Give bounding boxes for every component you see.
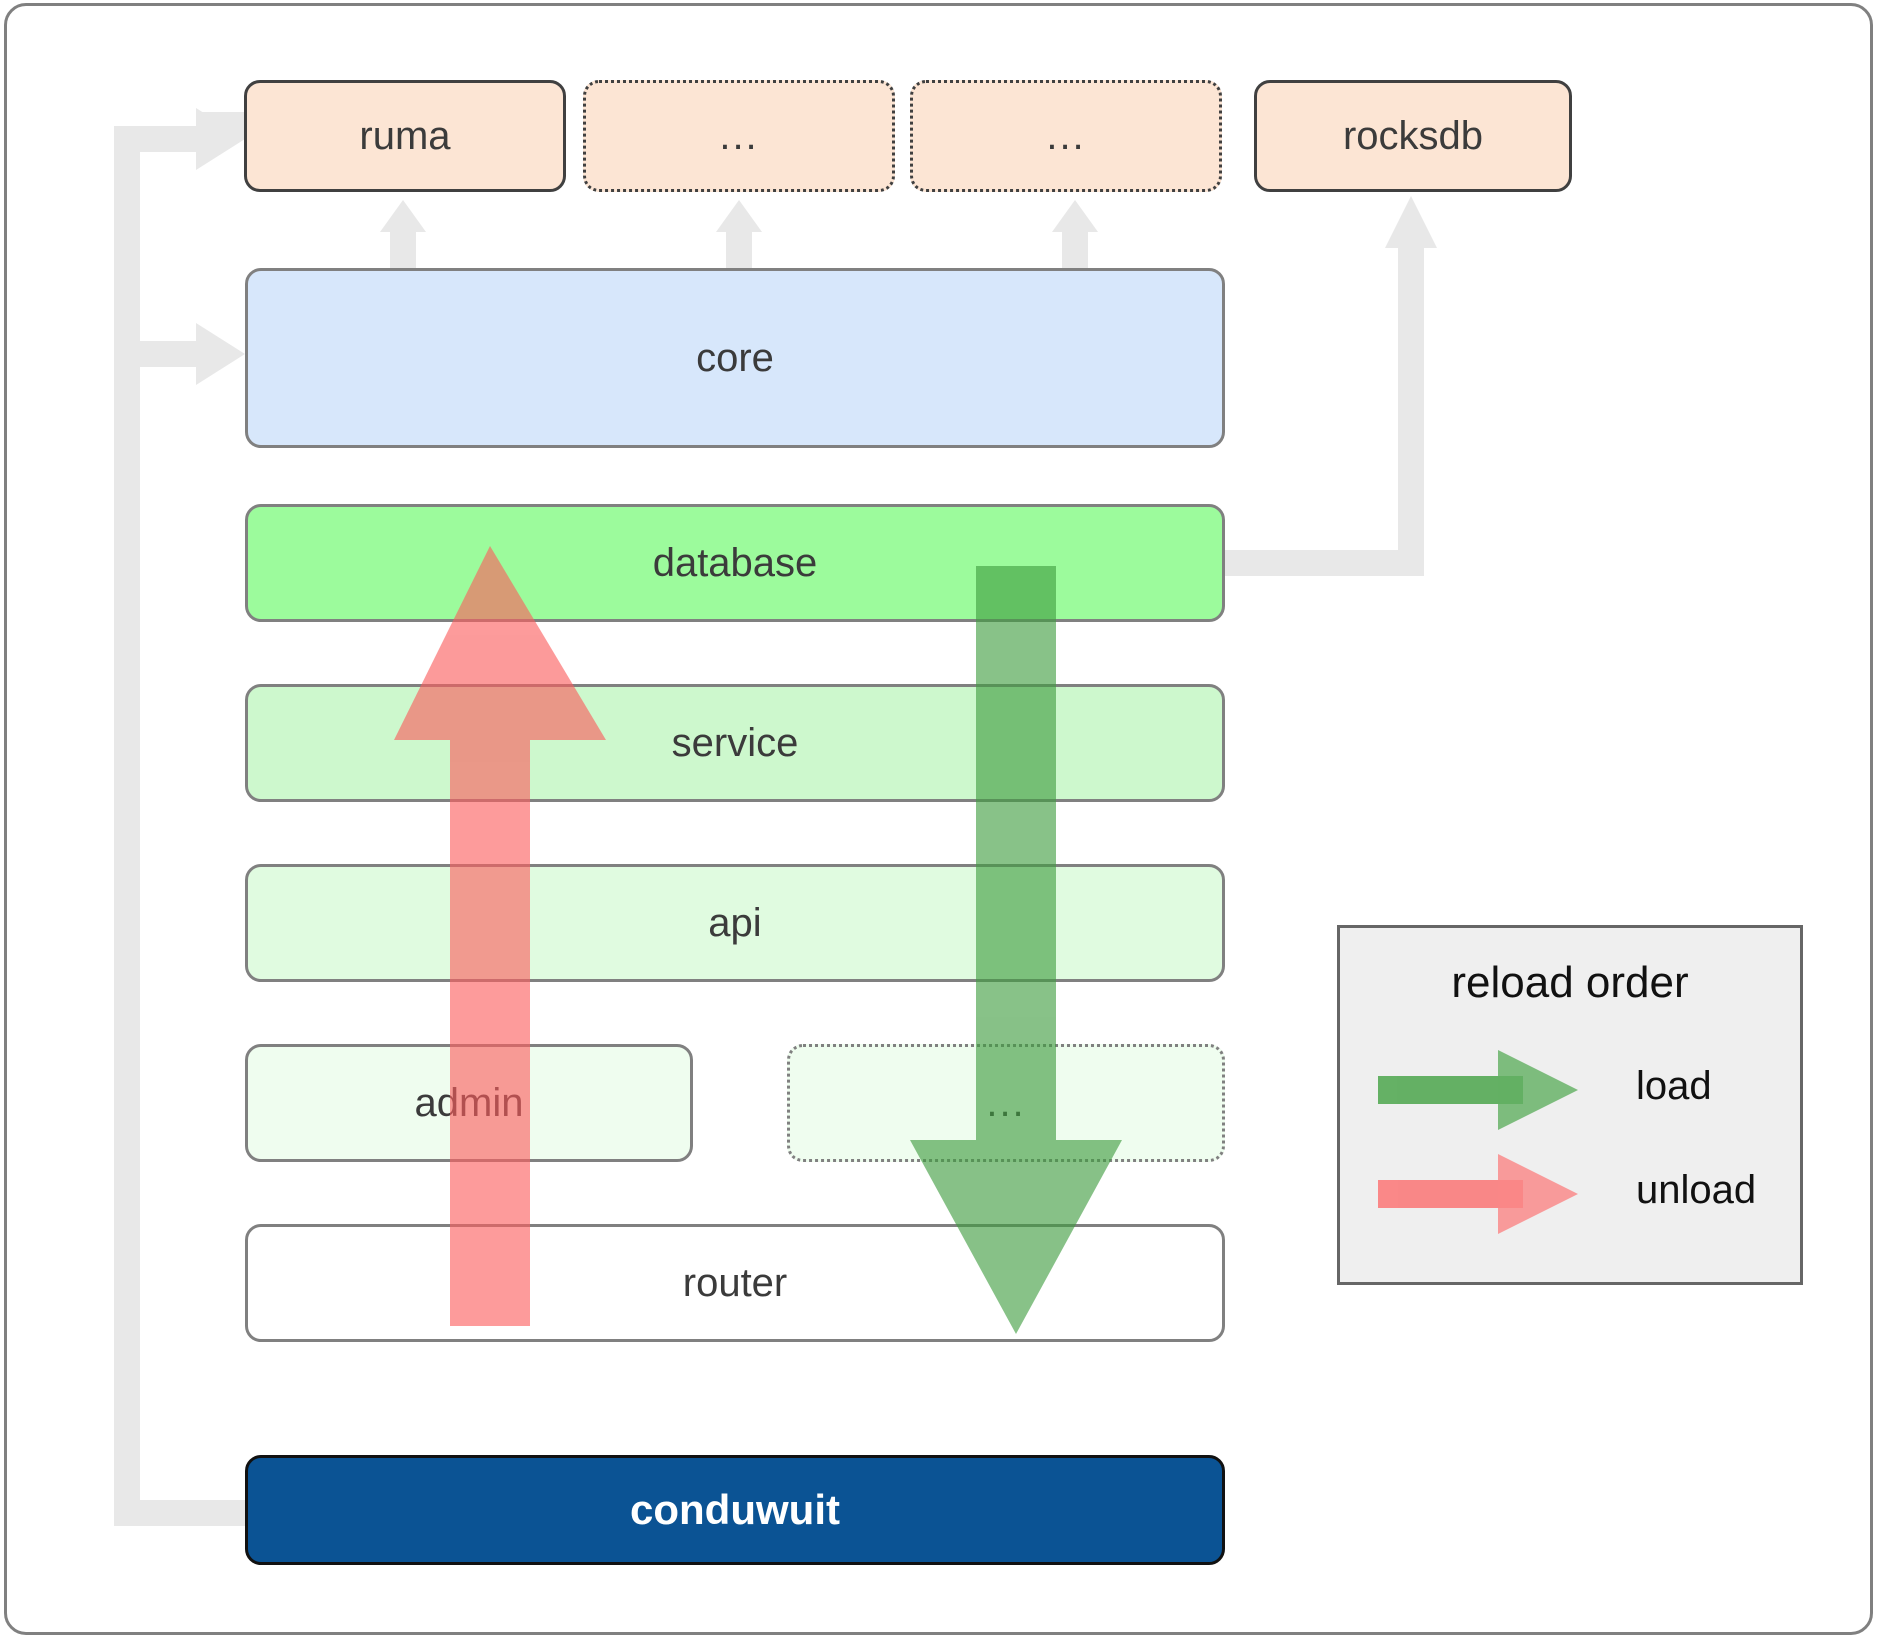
node-dep-placeholder-2[interactable]: ... — [910, 80, 1222, 192]
node-api[interactable]: api — [245, 864, 1225, 982]
unload-arrow-icon — [1378, 1154, 1578, 1234]
node-rocksdb[interactable]: rocksdb — [1254, 80, 1572, 192]
legend-label-load: load — [1636, 1064, 1712, 1108]
node-ruma-label: ruma — [359, 114, 451, 158]
node-service[interactable]: service — [245, 684, 1225, 802]
node-router[interactable]: router — [245, 1224, 1225, 1342]
node-layer-placeholder-label: ... — [986, 1081, 1026, 1125]
node-ruma[interactable]: ruma — [244, 80, 566, 192]
node-api-label: api — [708, 901, 762, 945]
node-layer-placeholder[interactable]: ... — [787, 1044, 1225, 1162]
legend-title: reload order — [1451, 958, 1689, 1007]
node-dep-placeholder-1[interactable]: ... — [583, 80, 895, 192]
node-database-label: database — [652, 541, 818, 585]
node-conduwuit[interactable]: conduwuit — [245, 1455, 1225, 1565]
node-core[interactable]: core — [245, 268, 1225, 448]
node-dep-placeholder-2-label: ... — [1046, 114, 1086, 158]
node-conduwuit-label: conduwuit — [630, 1486, 840, 1533]
node-admin[interactable]: admin — [245, 1044, 693, 1162]
diagram-frame — [4, 3, 1873, 1635]
load-arrow-icon — [1378, 1050, 1578, 1130]
node-core-label: core — [696, 336, 774, 380]
legend-panel: reload order load unload — [1337, 925, 1803, 1285]
node-rocksdb-label: rocksdb — [1342, 114, 1484, 158]
node-dep-placeholder-1-label: ... — [719, 114, 759, 158]
legend-arrow-icons — [1378, 1050, 1578, 1234]
node-database[interactable]: database — [245, 504, 1225, 622]
legend-label-unload: unload — [1636, 1168, 1757, 1212]
node-service-label: service — [671, 721, 799, 765]
node-router-label: router — [682, 1261, 788, 1305]
node-admin-label: admin — [414, 1081, 524, 1125]
